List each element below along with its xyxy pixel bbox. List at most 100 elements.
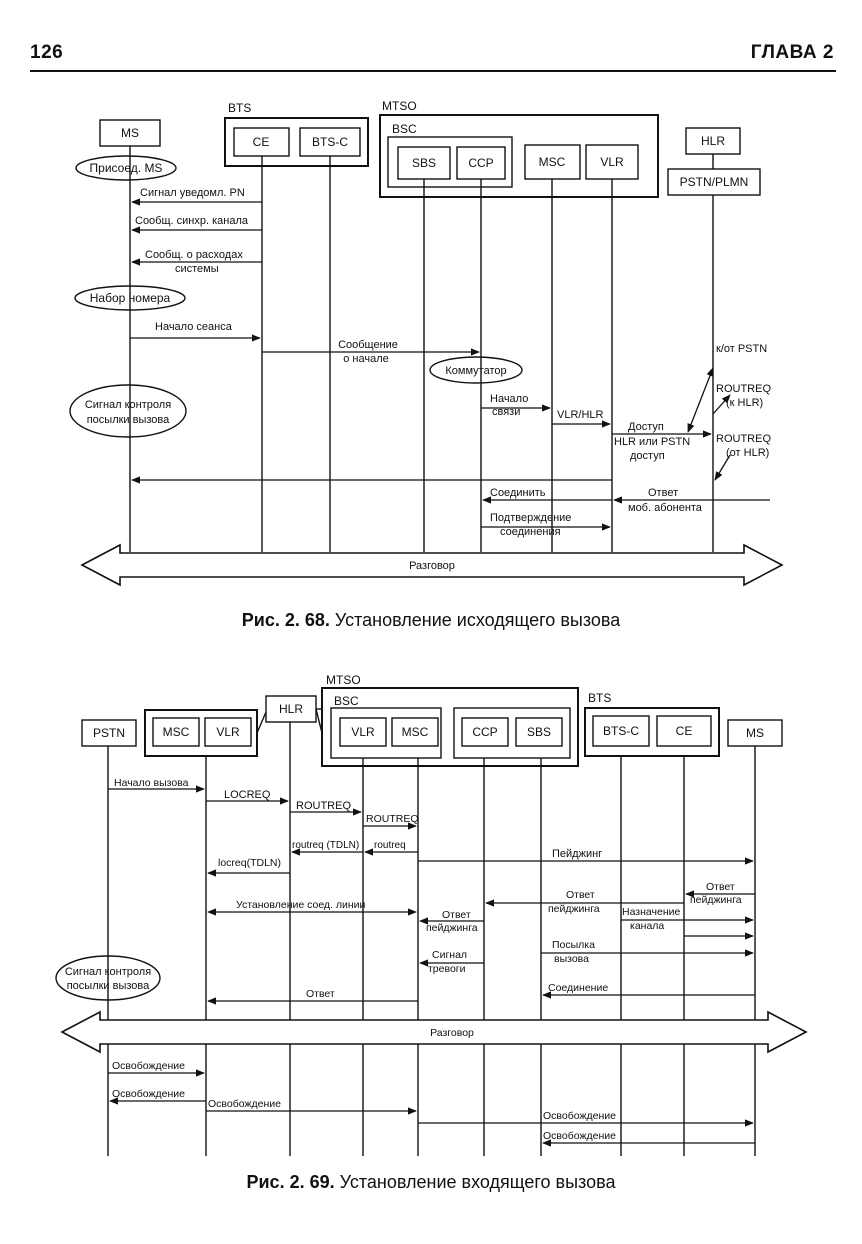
entity-btsc: BTS-C bbox=[312, 135, 348, 149]
entity-btsc: BTS-C bbox=[603, 724, 639, 738]
entity-ccp: CCP bbox=[472, 725, 497, 739]
msg-access-1: Доступ bbox=[628, 421, 664, 433]
page-number: 126 bbox=[30, 42, 64, 63]
msg-access-2: HLR или PSTN bbox=[614, 436, 690, 448]
entity-vlr: VLR bbox=[600, 155, 624, 169]
msg-page-resp-2: пейджинга bbox=[548, 903, 600, 915]
bsc-group bbox=[330, 707, 442, 759]
msg-send-call-2: вызова bbox=[554, 953, 589, 965]
msg-routreq-to-1: ROUTREQ bbox=[716, 383, 771, 395]
header-rule bbox=[30, 70, 836, 72]
msc-box bbox=[152, 717, 200, 747]
talk-arrow bbox=[60, 1010, 808, 1054]
msg-origin-1: Сообщение bbox=[338, 339, 398, 351]
msg-alert-2: тревоги bbox=[428, 963, 466, 975]
msg-page-resp-msc-2: пейджинга bbox=[426, 922, 478, 934]
msg-vlrhlr: VLR/HLR bbox=[557, 409, 604, 421]
entity-sbs: SBS bbox=[527, 725, 551, 739]
msg-connect: Соединить bbox=[490, 487, 546, 499]
msg-alert-1: Сигнал bbox=[432, 949, 467, 961]
msg-answer-2: моб. абонента bbox=[628, 502, 703, 514]
msg-routreq-tdln: routreq (TDLN) bbox=[292, 840, 359, 851]
msg-line-setup: Установление соед. линии bbox=[236, 899, 366, 911]
arrow-routreq-from bbox=[714, 454, 731, 481]
msg-routreq1: ROUTREQ bbox=[296, 800, 351, 812]
arrow-routreq-to bbox=[712, 394, 731, 415]
vlr2-box bbox=[339, 717, 387, 747]
caption-68-number: Рис. 2. 68. bbox=[241, 610, 330, 630]
state-switch: Коммутатор bbox=[445, 365, 506, 377]
msg-paging: Пейджинг bbox=[552, 848, 602, 860]
msg-release1: Освобождение bbox=[112, 1060, 185, 1072]
msc2-box bbox=[391, 717, 439, 747]
entity-msc: MSC bbox=[163, 725, 190, 739]
bsc-group bbox=[387, 136, 513, 188]
msg-chan-assign-1: Назначение bbox=[622, 906, 681, 918]
attach-oval bbox=[75, 155, 177, 181]
origination-oval bbox=[55, 955, 161, 1001]
dial-oval bbox=[74, 285, 186, 311]
sbs-box bbox=[515, 717, 563, 747]
msg-connection: Соединение bbox=[548, 982, 608, 994]
state-origination-1: Сигнал контроля bbox=[85, 399, 171, 411]
msg-confirm-2: соединения bbox=[500, 526, 561, 538]
state-attach: Присоед. MS bbox=[90, 161, 163, 175]
entity-ccp: CCP bbox=[468, 156, 493, 170]
entity-msc: MSC bbox=[539, 155, 566, 169]
caption-68-text: Установление исходящего вызова bbox=[334, 610, 621, 630]
msg-routreq-lc: routreq bbox=[374, 840, 406, 851]
msg-release3: Освобождение bbox=[208, 1098, 281, 1110]
entity-hlr: HLR bbox=[279, 702, 303, 716]
group-bsc: BSC bbox=[334, 694, 359, 708]
figure-2-69: MTSO BSC BTS PSTN MSC VLR HLR VLR MSC CC… bbox=[55, 673, 808, 1156]
msg-syspar-2: системы bbox=[175, 263, 219, 275]
entity-pstn-plmn: PSTN/PLMN bbox=[680, 175, 749, 189]
caption-69-number: Рис. 2. 69. bbox=[246, 1172, 335, 1192]
entity-pstn: PSTN bbox=[93, 726, 125, 740]
origination-oval bbox=[69, 384, 187, 438]
msg-answer: Ответ bbox=[306, 988, 335, 1000]
caption-fig-69: Рис. 2. 69. Установление входящего вызов… bbox=[0, 1172, 862, 1193]
msg-access-3: доступ bbox=[630, 450, 665, 462]
ccp-box bbox=[461, 717, 509, 747]
arrow-pstn-diag bbox=[687, 367, 714, 433]
msg-chan-assign-2: канала bbox=[630, 920, 664, 932]
btsc-box bbox=[592, 715, 650, 747]
group-bsc: BSC bbox=[392, 122, 417, 136]
msg-release2: Освобождение bbox=[112, 1088, 185, 1100]
talk-arrow bbox=[80, 543, 784, 587]
group-bts: BTS bbox=[588, 691, 611, 705]
msg-link-2: связи bbox=[492, 406, 520, 418]
msg-routreq-from-2: (от HLR) bbox=[726, 447, 769, 459]
msg-syspar-1: Сообщ. о расходах bbox=[145, 249, 243, 261]
msg-page-resp-ms-1: Ответ bbox=[706, 881, 735, 893]
mtso-group bbox=[379, 114, 659, 198]
ccp-sbs-group bbox=[453, 707, 571, 759]
msg-release4: Освобождение bbox=[543, 1110, 616, 1122]
switch-oval bbox=[429, 356, 523, 384]
msg-locreq-tdln: locreq(TDLN) bbox=[218, 857, 281, 869]
chapter-title: ГЛАВА 2 bbox=[750, 42, 834, 63]
vlr-box bbox=[204, 717, 252, 747]
msg-routreq-from-1: ROUTREQ bbox=[716, 433, 771, 445]
msg-to-pstn: к/от PSTN bbox=[716, 343, 767, 355]
entity-vlr: VLR bbox=[216, 725, 240, 739]
caption-fig-68: Рис. 2. 68. Установление исходящего вызо… bbox=[0, 610, 862, 631]
msg-talk: Разговор bbox=[409, 560, 455, 572]
msg-page-resp-1: Ответ bbox=[566, 889, 595, 901]
msg-link-1: Начало bbox=[490, 393, 528, 405]
group-mtso: MTSO bbox=[326, 673, 361, 687]
msg-page-resp-msc-1: Ответ bbox=[442, 909, 471, 921]
msg-talk: Разговор bbox=[430, 1027, 474, 1039]
msg-session: Начало сеанса bbox=[155, 321, 233, 333]
pstn-plmn-box bbox=[667, 168, 761, 196]
entity-msc2: MSC bbox=[402, 725, 429, 739]
entity-ce: CE bbox=[676, 724, 693, 738]
msg-pn: Сигнал уведомл. PN bbox=[140, 187, 245, 199]
bts-group bbox=[224, 117, 369, 167]
msg-page-resp-ms-2: пейджинга bbox=[690, 894, 742, 906]
msg-sync: Сообщ. синхр. канала bbox=[135, 215, 249, 227]
entity-vlr2: VLR bbox=[351, 725, 375, 739]
ce-box bbox=[656, 715, 712, 747]
state-origination-1: Сигнал контроля bbox=[65, 966, 151, 978]
